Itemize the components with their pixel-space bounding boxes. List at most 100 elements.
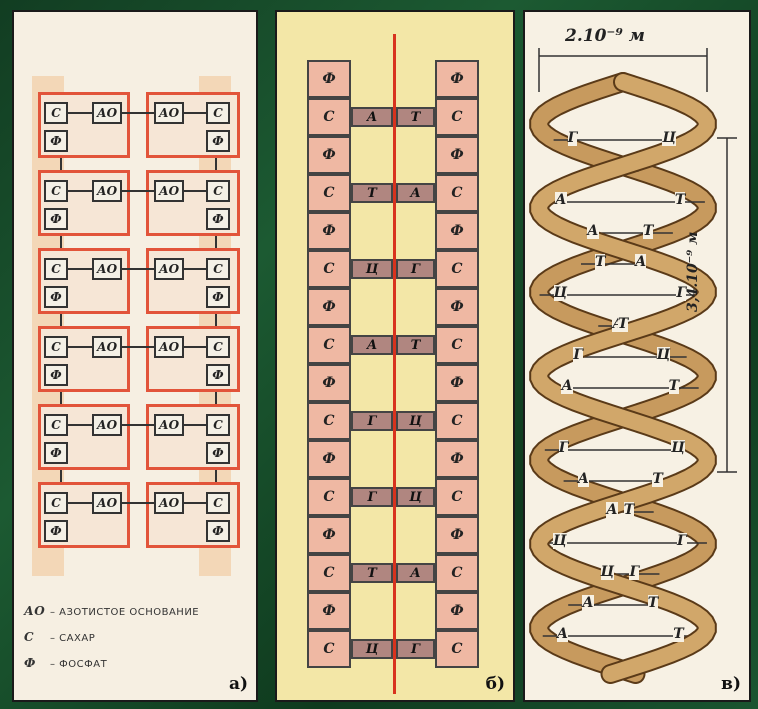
base-right: Г xyxy=(396,259,435,279)
panel-c-helix: ГЦАТАТТАЦГАТГЦАТГЦАТАТЦГЦГАТАТ 2.10⁻⁹ м … xyxy=(523,10,751,702)
base-left: А xyxy=(351,107,393,127)
right-strand-unit: С xyxy=(435,402,479,440)
left-strand-unit: С xyxy=(307,630,351,668)
right-strand-unit: С xyxy=(435,250,479,288)
phosphate-box: Ф xyxy=(44,286,68,308)
phosphate-box: Ф xyxy=(44,364,68,386)
sugar-box: С xyxy=(206,492,230,514)
sugar-box: С xyxy=(206,102,230,124)
base-link xyxy=(68,502,92,504)
helix-base-right: Т xyxy=(673,626,683,642)
base-left: Ц xyxy=(351,639,393,659)
phosphate-box: Ф xyxy=(44,520,68,542)
base-right: Г xyxy=(396,639,435,659)
base-link xyxy=(184,346,206,348)
helix-base-left: Ц xyxy=(553,533,567,549)
base-pair-bond xyxy=(122,424,154,426)
helix-base-right: Г xyxy=(629,564,639,580)
base-box: АО xyxy=(154,258,184,280)
left-strand-unit: С xyxy=(307,174,351,212)
helix-base-right: Г xyxy=(677,533,687,549)
right-strand-unit: С xyxy=(435,478,479,516)
phosphate-box: Ф xyxy=(206,520,230,542)
left-strand-unit: Ф xyxy=(307,60,351,98)
phosphate-box: Ф xyxy=(44,208,68,230)
base-box: АО xyxy=(92,258,122,280)
left-strand-unit: Ф xyxy=(307,592,351,630)
sugar-box: С xyxy=(206,258,230,280)
helix-base-right: Ц xyxy=(657,347,671,363)
base-pair-bond xyxy=(122,190,154,192)
left-strand-unit: Ф xyxy=(307,212,351,250)
base-right: Ц xyxy=(396,411,435,431)
phosphate-box: Ф xyxy=(44,130,68,152)
helix-base-right: Т xyxy=(669,378,679,394)
helix-base-left: А xyxy=(578,471,589,487)
base-box: АО xyxy=(154,492,184,514)
base-link xyxy=(184,424,206,426)
legend-sugar: С– САХАР xyxy=(24,630,95,644)
base-box: АО xyxy=(154,102,184,124)
left-strand-unit: Ф xyxy=(307,440,351,478)
panel-a-label: а) xyxy=(229,674,248,694)
base-link xyxy=(68,268,92,270)
sugar-box: С xyxy=(44,492,68,514)
right-strand-unit: Ф xyxy=(435,60,479,98)
base-pair-bond xyxy=(122,112,154,114)
right-strand-unit: Ф xyxy=(435,212,479,250)
base-box: АО xyxy=(154,336,184,358)
base-link xyxy=(68,190,92,192)
helix-base-left: А xyxy=(582,595,593,611)
right-strand-unit: Ф xyxy=(435,136,479,174)
sugar-box: С xyxy=(206,414,230,436)
helix-base-right: Т xyxy=(652,471,662,487)
helix-base-left: Г xyxy=(559,440,569,456)
sugar-box: С xyxy=(206,180,230,202)
base-left: Т xyxy=(351,183,393,203)
right-strand-unit: Ф xyxy=(435,440,479,478)
sugar-box: С xyxy=(44,180,68,202)
sugar-box: С xyxy=(44,102,68,124)
helix-base-left: А xyxy=(587,223,598,239)
phosphate-box: Ф xyxy=(206,364,230,386)
left-strand-unit: С xyxy=(307,402,351,440)
right-strand-unit: Ф xyxy=(435,516,479,554)
helix-base-right: Т xyxy=(648,595,658,611)
helix-base-right: Ц xyxy=(671,440,685,456)
helix-base-left: А xyxy=(557,626,568,642)
base-left: Т xyxy=(351,563,393,583)
right-strand-unit: С xyxy=(435,630,479,668)
base-left: Г xyxy=(351,487,393,507)
right-strand-unit: С xyxy=(435,98,479,136)
base-link xyxy=(68,112,92,114)
base-box: АО xyxy=(154,180,184,202)
helix-pitch-label: 3,4.10⁻⁹ м xyxy=(685,232,701,312)
base-link xyxy=(184,502,206,504)
left-strand-unit: Ф xyxy=(307,288,351,326)
helix-base-left: А xyxy=(561,378,572,394)
right-strand-unit: Ф xyxy=(435,288,479,326)
base-box: АО xyxy=(92,414,122,436)
sugar-box: С xyxy=(44,414,68,436)
helix-base-right: Ц xyxy=(662,130,676,146)
base-left: А xyxy=(351,335,393,355)
helix-width-label: 2.10⁻⁹ м xyxy=(565,26,645,46)
base-box: АО xyxy=(154,414,184,436)
helix-base-left: А xyxy=(606,502,617,518)
helix-base-right: Т xyxy=(618,316,628,332)
base-link xyxy=(184,190,206,192)
phosphate-box: Ф xyxy=(206,208,230,230)
sugar-box: С xyxy=(44,258,68,280)
legend-phosphate: Ф– ФОСФАТ xyxy=(24,656,107,670)
helix-base-left: Ц xyxy=(601,564,615,580)
left-strand-unit: Ф xyxy=(307,136,351,174)
double-helix xyxy=(525,12,749,700)
base-box: АО xyxy=(92,102,122,124)
base-right: А xyxy=(396,183,435,203)
right-strand-unit: Ф xyxy=(435,364,479,402)
base-left: Г xyxy=(351,411,393,431)
left-strand-unit: С xyxy=(307,326,351,364)
legend-base: АО– АЗОТИСТОЕ ОСНОВАНИЕ xyxy=(24,604,199,618)
helix-base-left: Г xyxy=(573,347,583,363)
